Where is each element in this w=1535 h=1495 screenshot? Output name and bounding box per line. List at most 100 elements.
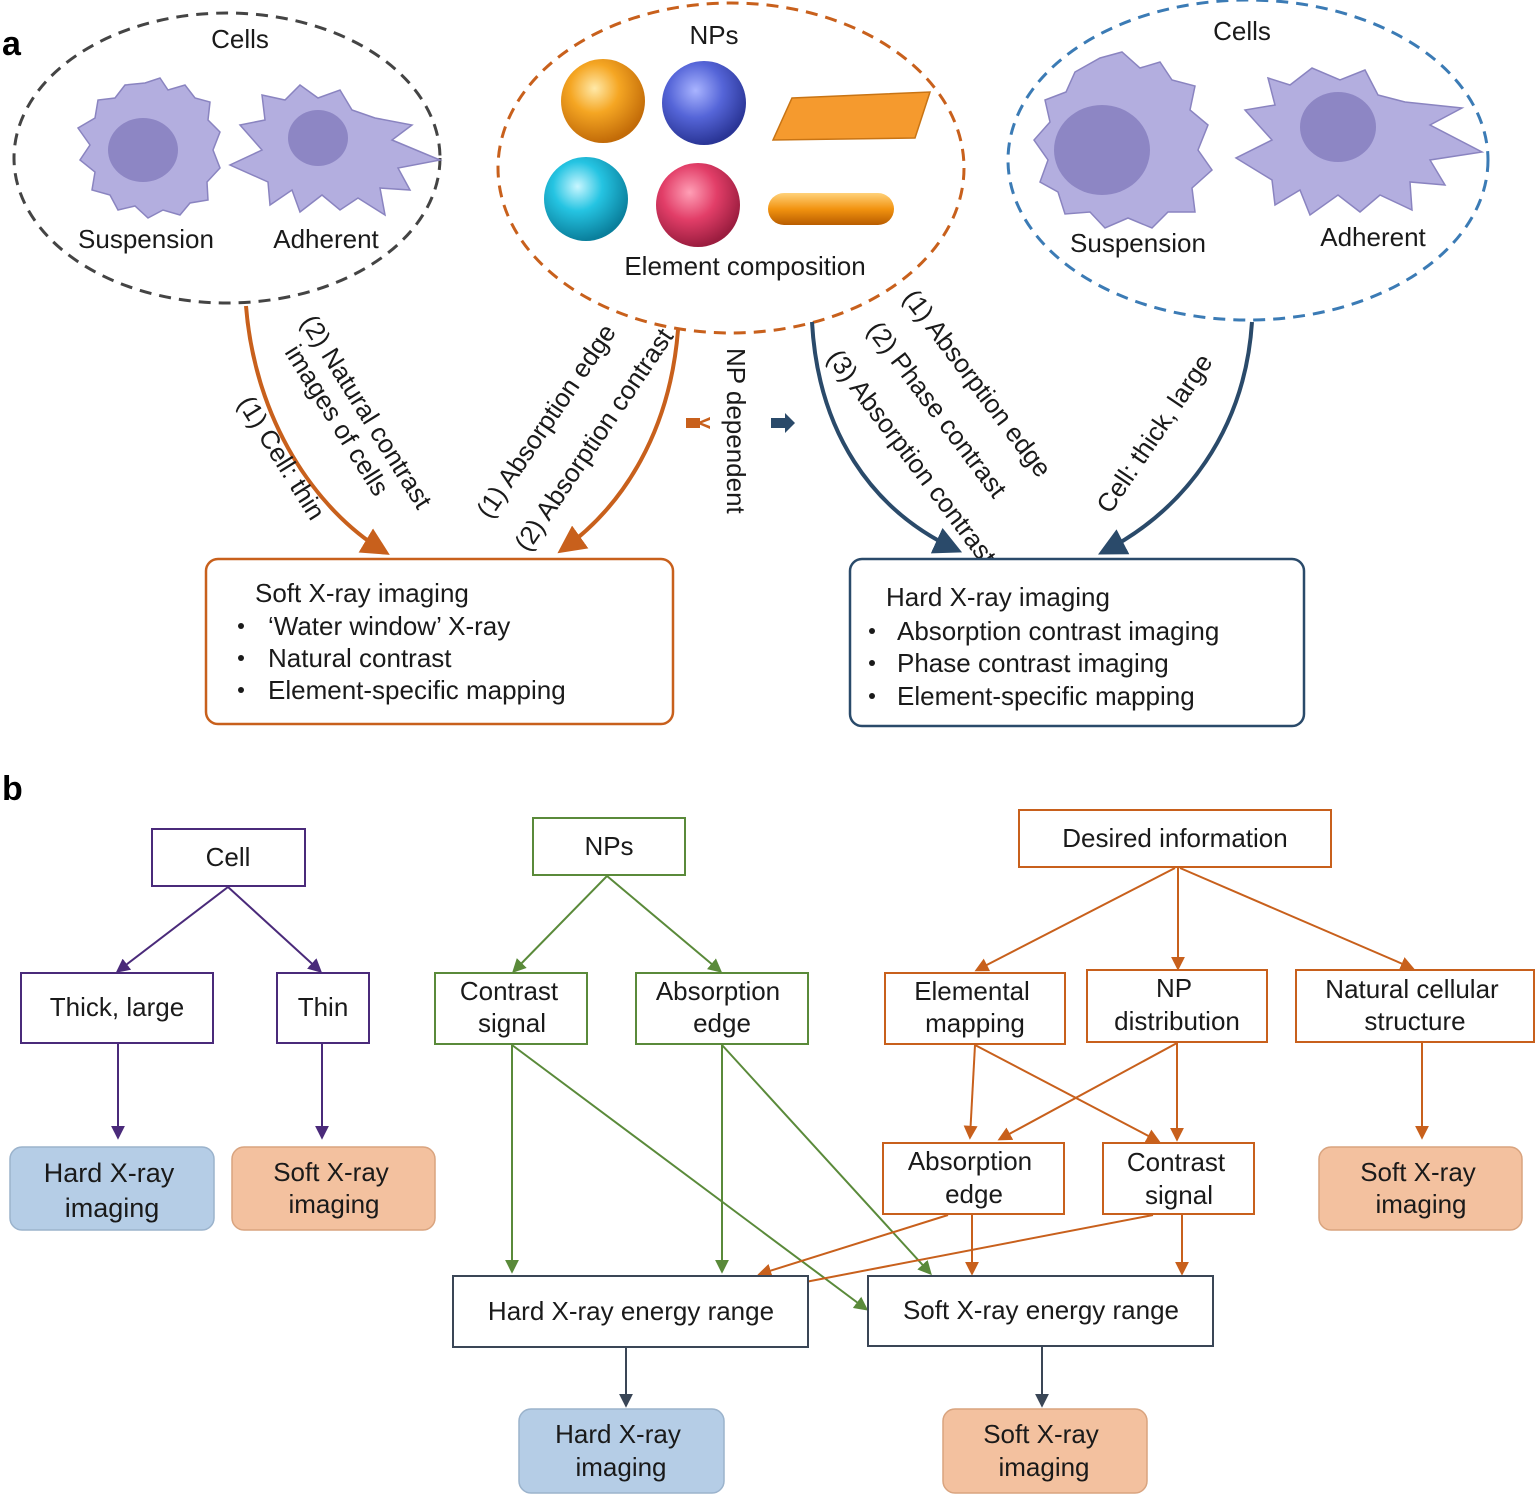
soft-energy-range-label: Soft X-ray energy range <box>903 1295 1179 1325</box>
blue-sphere-np-icon <box>662 61 746 145</box>
panel-b-label: b <box>2 770 23 808</box>
soft-imaging-left-node <box>231 1146 436 1231</box>
arrow-cell-thick <box>115 886 229 973</box>
hard-imaging-bottom-node <box>518 1408 725 1494</box>
thick-large-label: Thick, large <box>50 992 184 1022</box>
arrow-nps-contrast <box>512 875 608 974</box>
nps-node <box>532 817 686 876</box>
suspension-nucleus-right-icon <box>1054 105 1150 195</box>
arrow-absorption-to-soft <box>721 1044 932 1276</box>
nps-column: NPs Contrast signal Absorption edge <box>434 817 932 1311</box>
cells-group-right: Cells Suspension Adherent <box>1006 0 1490 322</box>
arrow-cells-to-hard <box>1098 321 1254 555</box>
hard-energy-range-node <box>452 1275 809 1348</box>
desired-information-column: Desired information Elemental mapping NP… <box>757 809 1535 1289</box>
contrast-signal-orange-line1: Contrast <box>1127 1147 1226 1177</box>
right-small-arrow-icon <box>771 413 795 433</box>
soft-imaging-right-line1: Soft X-ray <box>1360 1157 1476 1187</box>
contrast-signal-orange-line2: signal <box>1145 1180 1213 1210</box>
nps-title: NPs <box>689 20 738 50</box>
nanosheet-np-icon <box>771 91 932 141</box>
hard-xray-imaging-box: Hard X-ray imaging Absorption contrast i… <box>848 557 1306 728</box>
elemental-mapping-line2: mapping <box>925 1008 1025 1038</box>
natural-cellular-line1: Natural cellular <box>1325 974 1499 1004</box>
hard-box-bullet-1: Absorption contrast imaging <box>897 616 1219 646</box>
nps-ellipse <box>496 1 966 335</box>
cyan-sphere-np-icon <box>544 157 628 241</box>
absorption-edge-green-line2: edge <box>693 1008 751 1038</box>
bullet-icon <box>869 660 875 666</box>
soft-xray-imaging-box: Soft X-ray imaging ‘Water window’ X-ray … <box>204 557 675 726</box>
cells-title-left: Cells <box>211 24 269 54</box>
suspension-label-left: Suspension <box>78 224 214 254</box>
cell-column: Cell Thick, large Thin Hard X-ray imagin… <box>9 828 436 1231</box>
hard-imaging-left-line1: Hard X-ray <box>44 1158 175 1188</box>
nanorod-np-icon <box>768 193 894 225</box>
thick-large-node <box>20 972 214 1044</box>
cells-group-left: Cells Suspension Adherent <box>12 11 443 305</box>
bullet-icon <box>869 693 875 699</box>
contrast-signal-green-line2: signal <box>478 1008 546 1038</box>
arrow-desired-natural <box>1179 867 1415 970</box>
suspension-nucleus-left-icon <box>108 118 178 182</box>
cell-node-label: Cell <box>206 842 251 872</box>
natural-cellular-line2: structure <box>1364 1006 1465 1036</box>
np-distribution-node <box>1086 969 1268 1043</box>
hard-box-title: Hard X-ray imaging <box>886 582 1110 612</box>
cells-ellipse-right <box>1006 0 1490 322</box>
bullet-icon <box>869 628 875 634</box>
nps-node-label: NPs <box>584 831 633 861</box>
adherent-label-right: Adherent <box>1320 222 1426 252</box>
orange-sphere-np-icon <box>561 59 645 143</box>
label-np-dependent: NP dependent <box>721 348 751 515</box>
arrow-nps-absorption <box>606 875 723 973</box>
soft-energy-range-node <box>867 1275 1214 1347</box>
adherent-nucleus-left-icon <box>288 110 348 166</box>
absorption-edge-orange-line1: Absorption <box>908 1146 1032 1176</box>
panel-a-label: a <box>2 25 22 63</box>
energy-range-row: Hard X-ray energy range Soft X-ray energ… <box>452 1275 1214 1494</box>
thin-label: Thin <box>298 992 349 1022</box>
arrow-elemental-contrast <box>974 1044 1161 1143</box>
np-distribution-line2: distribution <box>1114 1006 1240 1036</box>
soft-imaging-right-node <box>1318 1146 1523 1231</box>
left-small-arrow-body-icon <box>686 418 700 428</box>
contrast-signal-green-line1: Contrast <box>460 976 559 1006</box>
contrast-signal-orange-node <box>1102 1142 1255 1215</box>
thin-node <box>276 972 370 1044</box>
bullet-icon <box>238 655 244 661</box>
cell-node <box>151 828 306 887</box>
arrow-desired-elemental <box>974 867 1176 972</box>
hard-imaging-bottom-line2: imaging <box>575 1452 666 1482</box>
soft-box-bullet-1: ‘Water window’ X-ray <box>268 611 510 641</box>
hard-imaging-bottom-line1: Hard X-ray <box>555 1419 681 1449</box>
nps-group: NPs Element composition <box>496 1 966 335</box>
contrast-signal-green-node <box>434 972 588 1045</box>
desired-information-label: Desired information <box>1062 823 1287 853</box>
soft-box-title: Soft X-ray imaging <box>255 578 469 608</box>
arrow-contrast-to-soft <box>511 1044 869 1311</box>
cells-ellipse-left <box>12 11 442 305</box>
soft-box-bullet-3: Element-specific mapping <box>268 675 566 705</box>
cells-title-right: Cells <box>1213 16 1271 46</box>
arrow-elemental-absorption <box>963 1044 978 1140</box>
arrow-cell-thin <box>227 886 323 973</box>
soft-imaging-left-line2: imaging <box>288 1189 379 1219</box>
hard-imaging-left-line2: imaging <box>65 1193 160 1223</box>
absorption-edge-orange-node <box>882 1142 1065 1215</box>
arrow-cells-to-soft <box>244 305 390 555</box>
natural-cellular-structure-node <box>1295 969 1535 1043</box>
element-composition-label: Element composition <box>624 251 865 281</box>
absorption-edge-green-node <box>635 972 809 1045</box>
adherent-nucleus-right-icon <box>1300 92 1376 162</box>
soft-imaging-bottom-line1: Soft X-ray <box>983 1419 1099 1449</box>
elemental-mapping-node <box>884 972 1066 1045</box>
absorption-edge-orange-line2: edge <box>945 1179 1003 1209</box>
elemental-mapping-line1: Elemental <box>914 976 1030 1006</box>
arrow-absorption-to-hard-orange <box>757 1214 949 1278</box>
arrow-contrast-to-hard-orange <box>792 1214 1154 1289</box>
desired-information-node <box>1018 809 1332 868</box>
pink-sphere-np-icon <box>656 163 740 247</box>
arrow-nps-to-hard <box>810 321 963 554</box>
